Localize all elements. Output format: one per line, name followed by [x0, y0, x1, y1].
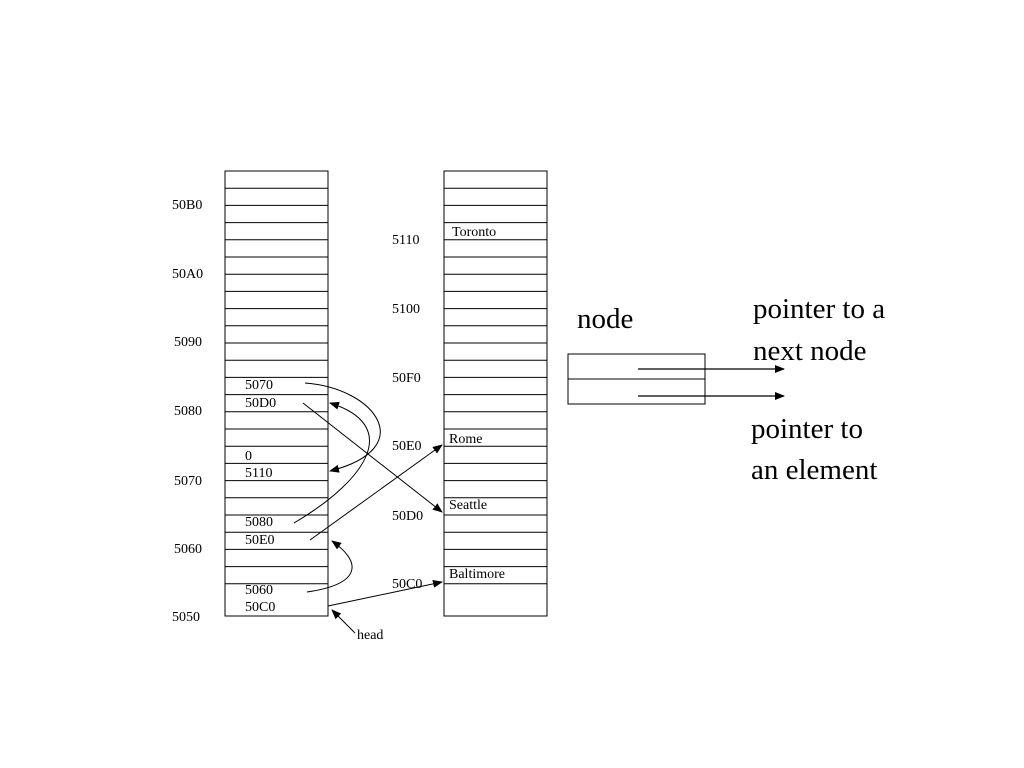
- left-cell-value: 50C0: [245, 600, 275, 615]
- right-address-label: 5100: [392, 302, 420, 317]
- left-address-label: 5090: [174, 335, 202, 350]
- left-memory-column: [224, 170, 329, 617]
- arrow-50D0-to-seattle: [302, 402, 443, 513]
- right-memory-frame: [443, 170, 548, 617]
- element-pointer-label-line1: pointer to: [751, 413, 863, 445]
- left-address-label: 50A0: [172, 267, 203, 282]
- right-address-label: 50F0: [392, 371, 421, 386]
- left-memory-rows: [225, 187, 328, 585]
- left-memory-frame: [224, 170, 329, 617]
- pointer-arrows: [293, 382, 443, 607]
- left-address-label: 50B0: [172, 198, 202, 213]
- left-cell-value: 5110: [245, 466, 272, 481]
- right-address-label: 5110: [392, 233, 419, 248]
- node-legend: node pointer to a next node pointer to a…: [567, 293, 885, 486]
- left-cell-value: 50D0: [245, 396, 276, 411]
- next-pointer-label-line1: pointer to a: [753, 293, 885, 325]
- left-cell-value: 0: [245, 449, 252, 464]
- right-address-label: 50D0: [392, 509, 423, 524]
- head-label: head: [357, 628, 383, 643]
- left-address-label: 5080: [174, 404, 202, 419]
- arrow-50E0-to-rome: [309, 444, 443, 541]
- left-cell-value: 5080: [245, 515, 273, 530]
- right-cell-value: Seattle: [449, 498, 487, 513]
- element-pointer-label-line2: an element: [751, 454, 877, 486]
- next-pointer-label-line2: next node: [753, 335, 867, 367]
- arrow-5070-to-5110: [304, 382, 381, 473]
- arrow-5060-to-50E0: [306, 540, 353, 593]
- right-memory-column: [443, 170, 548, 617]
- left-cell-value: 5060: [245, 583, 273, 598]
- left-address-label: 5070: [174, 474, 202, 489]
- left-cell-value: 50E0: [245, 533, 275, 548]
- left-address-label: 5060: [174, 542, 202, 557]
- node-label: node: [577, 303, 633, 335]
- right-address-label: 50E0: [392, 439, 422, 454]
- right-cell-value: Baltimore: [449, 567, 505, 582]
- arrow-50C0-to-baltimore: [327, 579, 443, 607]
- left-address-label: 5050: [172, 610, 200, 625]
- left-cell-value: 5070: [245, 378, 273, 393]
- right-cell-value: Toronto: [452, 225, 496, 240]
- arrow-5080-to-50D0: [293, 401, 370, 524]
- right-address-label: 50C0: [392, 577, 422, 592]
- right-memory-rows: [444, 187, 547, 585]
- right-cell-value: Rome: [449, 432, 482, 447]
- head-arrow: [331, 609, 356, 634]
